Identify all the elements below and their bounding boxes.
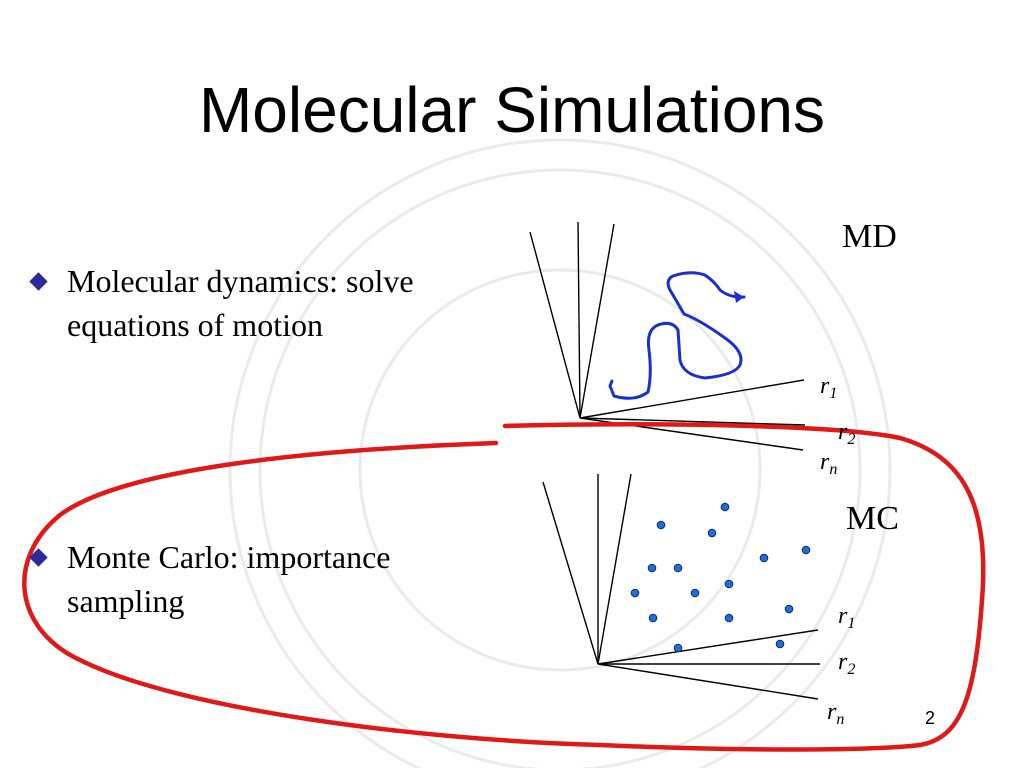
md-axis-label-rn: rn — [820, 449, 838, 478]
md-axis-label-r1: r1 — [820, 373, 838, 402]
sample-point — [630, 588, 640, 598]
sample-point — [690, 588, 700, 598]
sample-point — [724, 579, 734, 589]
mc-sample-points — [630, 502, 811, 653]
sample-point — [784, 604, 794, 614]
md-axes — [529, 221, 806, 451]
sample-point — [801, 545, 811, 555]
diamond-bullet-icon — [29, 272, 48, 291]
slide-title: Molecular Simulations — [198, 74, 826, 146]
sample-point — [759, 553, 769, 563]
bullet-molecular-dynamics: Molecular dynamics: solve equations of m… — [29, 259, 502, 347]
sample-point — [707, 528, 717, 538]
sample-point — [673, 563, 683, 573]
sample-point — [720, 502, 730, 512]
md-trajectory-path — [608, 271, 746, 400]
md-trajectory-arrowhead — [734, 291, 744, 303]
bullet-monte-carlo: Monte Carlo: importance sampling — [29, 535, 502, 623]
mc-axes — [542, 473, 820, 700]
diamond-bullet-icon — [29, 548, 48, 567]
mc-axis-label-rn: rn — [827, 699, 845, 728]
university-seal-watermark — [228, 138, 892, 768]
sample-point — [647, 563, 657, 573]
mc-axis-label-r2: r2 — [838, 649, 856, 678]
bullet-text: Molecular dynamics: solve equations of m… — [67, 263, 414, 343]
mc-label: MC — [846, 500, 899, 537]
md-label: MD — [842, 218, 897, 255]
bullet-text: Monte Carlo: importance sampling — [67, 539, 391, 619]
sample-point — [656, 520, 666, 530]
sample-point — [673, 643, 683, 653]
mc-highlight-loop — [22, 422, 986, 752]
md-axis-label-r2: r2 — [838, 419, 856, 448]
sample-point — [724, 613, 734, 623]
sample-point — [648, 613, 658, 623]
sample-point — [775, 639, 785, 649]
page-number: 2 — [925, 708, 936, 728]
mc-axis-label-r1: r1 — [838, 603, 856, 632]
